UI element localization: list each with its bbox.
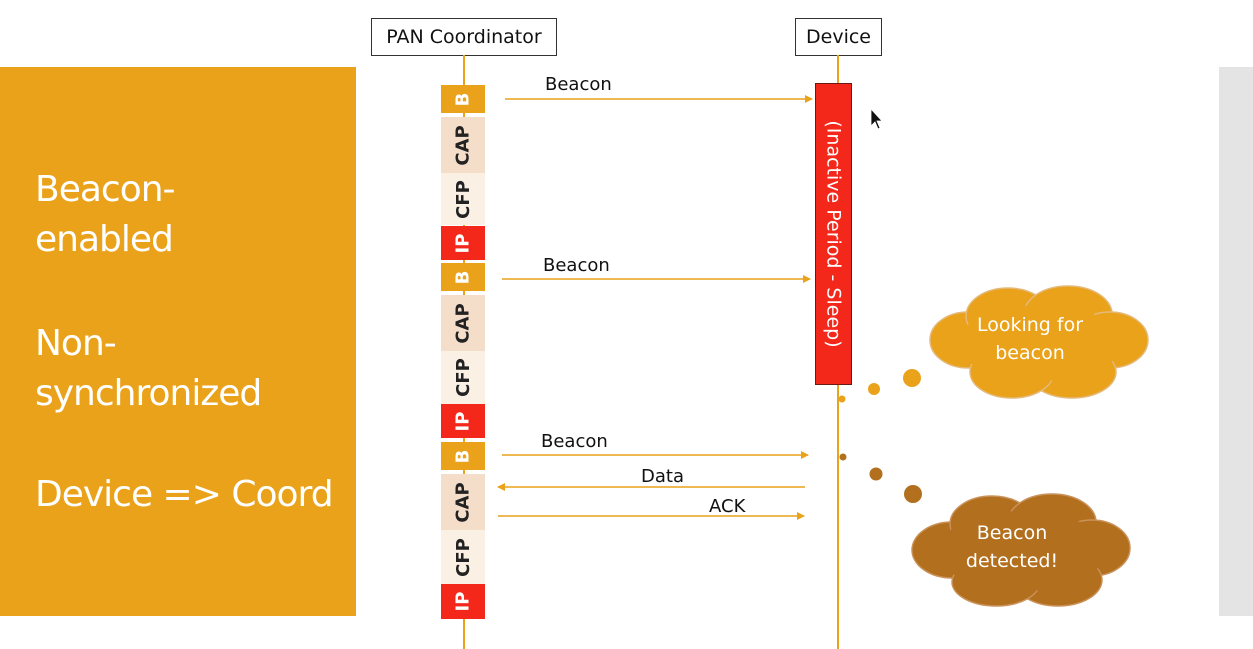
- beacon-label-3: Beacon: [541, 431, 608, 452]
- beacon-detected-text: Beacon detected!: [965, 522, 1059, 572]
- segment-ip: IP: [441, 404, 485, 438]
- segment-beacon: B: [441, 442, 485, 470]
- panel-direction: Device => Coord: [35, 474, 334, 515]
- segment-cfp: CFP: [441, 351, 485, 404]
- segment-cfp: CFP: [441, 173, 485, 225]
- panel-title-line1: Beacon-: [35, 169, 176, 210]
- panel-subtitle-line1: Non-: [35, 323, 117, 364]
- segment-ip: IP: [441, 584, 485, 619]
- segment-cap: CAP: [441, 117, 485, 173]
- right-edge-strip: [1219, 67, 1253, 616]
- beacon-label-2: Beacon: [543, 255, 610, 276]
- segment-beacon: B: [441, 263, 485, 291]
- thought-dot: [838, 395, 846, 403]
- thought-dot: [869, 467, 883, 481]
- beacon-label-1: Beacon: [545, 74, 612, 95]
- data-label: Data: [641, 466, 684, 487]
- device-inactive-period: (Inactive Period - Sleep): [815, 83, 852, 385]
- coordinator-box: PAN Coordinator: [371, 18, 557, 56]
- title-panel: Beacon- enabled Non- synchronized Device…: [0, 67, 356, 616]
- thought-dot: [904, 485, 922, 503]
- panel-subtitle-line2: synchronized: [35, 373, 262, 414]
- segment-cap: CAP: [441, 474, 485, 530]
- panel-title-line2: enabled: [35, 219, 174, 260]
- segment-cap: CAP: [441, 295, 485, 351]
- device-box: Device: [795, 18, 882, 56]
- thought-dot: [868, 383, 880, 395]
- beacon-detected-cloud: [911, 493, 1131, 607]
- thought-dot: [903, 369, 921, 387]
- looking-for-beacon-cloud: [929, 285, 1149, 399]
- segment-beacon: B: [441, 85, 485, 113]
- ack-label: ACK: [709, 496, 746, 517]
- looking-for-beacon-text: Looking for beacon: [976, 314, 1084, 364]
- mouse-pointer-icon: [870, 107, 883, 130]
- segment-cfp: CFP: [441, 530, 485, 584]
- thought-dot: [839, 453, 847, 461]
- segment-ip: IP: [441, 226, 485, 260]
